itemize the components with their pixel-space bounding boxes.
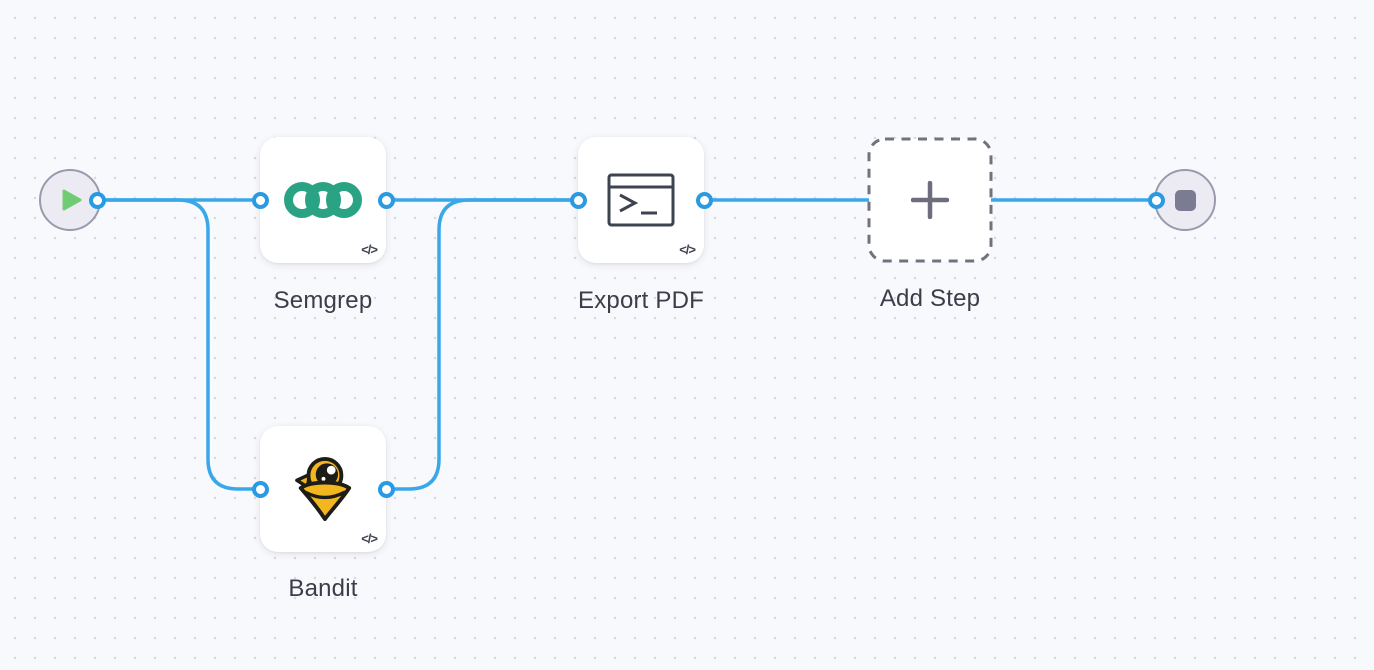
node-export-pdf[interactable]: </> [578, 137, 704, 263]
node-label-bandit: Bandit [288, 575, 358, 602]
edge-bandit-to-export-pdf[interactable] [386, 198, 578, 491]
bandit-input-handle[interactable] [251, 480, 269, 498]
add-step-node[interactable] [867, 137, 993, 263]
code-step-badge: </> [679, 242, 696, 257]
node-label-add-step: Add Step [879, 285, 981, 312]
semgrep-input-handle[interactable] [251, 191, 269, 209]
node-semgrep[interactable]: </> [260, 137, 386, 263]
start-output-handle[interactable] [88, 191, 106, 209]
code-step-badge: </> [361, 242, 378, 257]
plus-icon [867, 137, 993, 263]
code-step-badge: </> [361, 531, 378, 546]
play-icon [62, 189, 82, 211]
semgrep-logo-icon [284, 182, 362, 218]
edge-start-to-bandit[interactable] [97, 198, 260, 491]
terminal-icon [607, 173, 675, 227]
node-label-export-pdf: Export PDF [577, 287, 705, 314]
semgrep-output-handle[interactable] [377, 191, 395, 209]
node-label-semgrep: Semgrep [273, 287, 373, 314]
bandit-logo-icon [292, 454, 354, 524]
end-input-handle[interactable] [1147, 191, 1165, 209]
bandit-output-handle[interactable] [377, 480, 395, 498]
export-pdf-input-handle[interactable] [569, 191, 587, 209]
node-bandit[interactable]: </> [260, 426, 386, 552]
stop-icon [1174, 189, 1196, 211]
export-pdf-output-handle[interactable] [695, 191, 713, 209]
